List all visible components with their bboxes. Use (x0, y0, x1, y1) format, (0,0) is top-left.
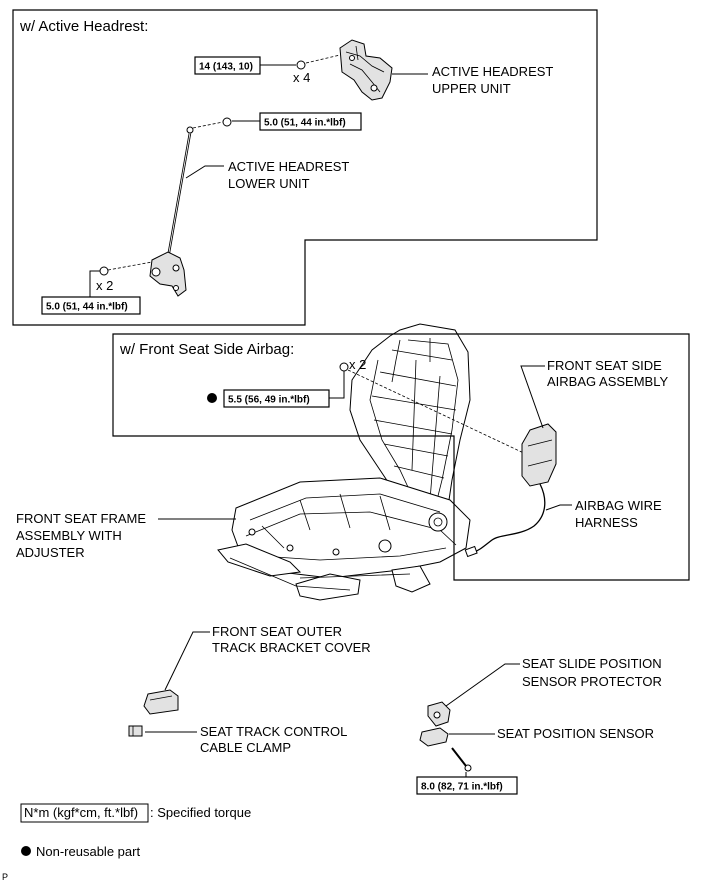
legend-torque-box (20, 803, 149, 823)
lower-unit-top-nut (222, 117, 232, 127)
torque-box-lower-top (259, 112, 362, 131)
label-headrest-lower-1: ACTIVE HEADREST (228, 159, 349, 174)
legend-torque-units: N*m (kgf*cm, ft.*lbf) (24, 805, 138, 820)
side-airbag-assembly (521, 423, 557, 487)
qty-lower-nuts: x 2 (96, 278, 113, 293)
seat-position-sensor (419, 727, 449, 747)
cable-clamp (128, 725, 143, 737)
airbag-wire-harness (473, 483, 546, 553)
label-headrest-upper-1: ACTIVE HEADREST (432, 64, 553, 79)
label-outer-cover-2: TRACK BRACKET COVER (212, 640, 371, 655)
label-cable-clamp-2: CABLE CLAMP (200, 740, 291, 755)
active-headrest-section-title: w/ Active Headrest: (19, 18, 148, 35)
label-seat-frame-3: ADJUSTER (16, 545, 85, 560)
torque-upper-unit: 14 (143, 10) (199, 62, 253, 73)
label-airbag-assembly-1: FRONT SEAT SIDE (547, 358, 662, 373)
torque-lower-unit-top: 5.0 (51, 44 in.*lbf) (264, 118, 346, 129)
label-airbag-wire-2: HARNESS (575, 515, 638, 530)
legend-nonreusable-mark (21, 846, 31, 856)
lower-unit-bottom-nut (99, 266, 109, 276)
legend-nonreusable-text: Non-reusable part (36, 844, 140, 859)
torque-box-lower-bottom (41, 296, 141, 315)
label-outer-cover-1: FRONT SEAT OUTER (212, 624, 342, 639)
label-seat-frame-2: ASSEMBLY WITH (16, 528, 122, 543)
label-cable-clamp-1: SEAT TRACK CONTROL (200, 724, 347, 739)
torque-position-sensor: 8.0 (82, 71 in.*lbf) (421, 782, 503, 793)
label-airbag-wire-1: AIRBAG WIRE (575, 498, 662, 513)
outer-track-bracket-cover (143, 689, 179, 715)
label-airbag-assembly-2: AIRBAG ASSEMBLY (547, 374, 668, 389)
nonreusable-mark-airbag (207, 393, 217, 403)
airbag-nut (339, 362, 349, 372)
qty-airbag-nuts: x 2 (349, 357, 366, 372)
upper-unit-nut (296, 60, 306, 70)
torque-airbag-nut: 5.5 (56, 49 in.*lbf) (228, 395, 310, 406)
label-headrest-upper-2: UPPER UNIT (432, 81, 511, 96)
slide-position-sensor-protector (427, 701, 451, 727)
front-seat-frame (217, 323, 471, 601)
torque-box-sensor (416, 776, 518, 795)
side-airbag-section-title: w/ Front Seat Side Airbag: (119, 341, 294, 358)
active-headrest-upper-unit (339, 39, 393, 101)
torque-box-airbag (223, 389, 330, 408)
label-position-sensor: SEAT POSITION SENSOR (497, 726, 654, 741)
legend-torque-desc: : Specified torque (150, 805, 251, 820)
label-headrest-lower-2: LOWER UNIT (228, 176, 310, 191)
torque-box-upper (194, 56, 261, 75)
torque-lower-unit-bottom: 5.0 (51, 44 in.*lbf) (46, 302, 128, 313)
figure-code: P (2, 872, 8, 882)
label-slide-protector-1: SEAT SLIDE POSITION (522, 656, 662, 671)
qty-upper-nuts: x 4 (293, 70, 310, 85)
active-headrest-section-frame (12, 9, 598, 326)
label-seat-frame-1: FRONT SEAT FRAME (16, 511, 146, 526)
active-headrest-lower-unit (149, 126, 194, 297)
label-slide-protector-2: SENSOR PROTECTOR (522, 674, 662, 689)
sensor-bolt (451, 747, 472, 772)
side-airbag-section-frame (112, 333, 690, 581)
